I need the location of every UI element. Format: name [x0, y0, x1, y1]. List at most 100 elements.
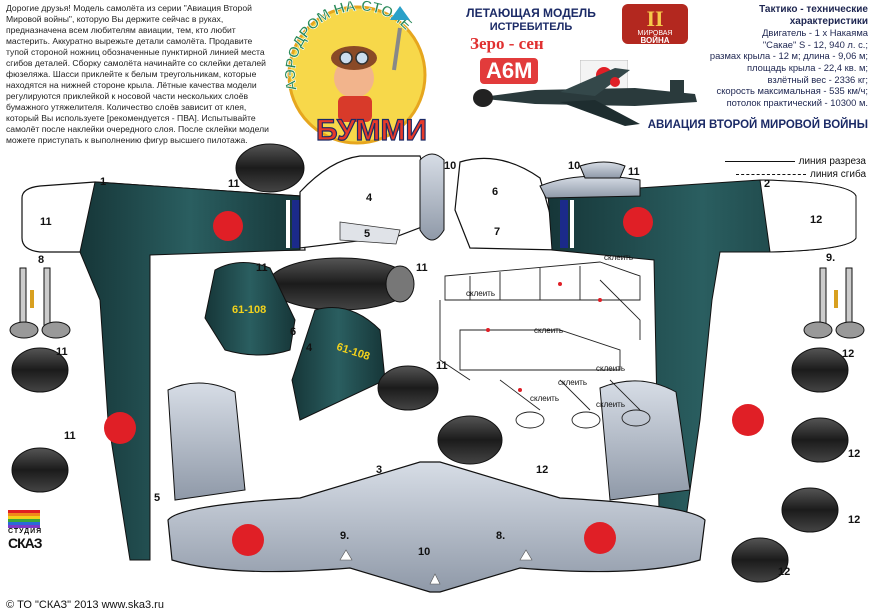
series-numeral: II — [646, 6, 663, 31]
part-number: 2 — [764, 178, 771, 190]
logo-name: БУММИ — [316, 114, 427, 147]
part-number: 6 — [492, 186, 499, 198]
studio-rainbow — [8, 510, 40, 528]
part-number: 11 — [40, 216, 52, 228]
part-number: 12 — [848, 448, 861, 460]
wing-hinomaru-left — [232, 524, 264, 556]
glue-label: склеить — [604, 253, 634, 262]
main-wing — [167, 461, 706, 593]
part-number: 12 — [848, 514, 861, 526]
right-wing-hinomaru — [732, 404, 764, 436]
part-number: 11 — [56, 346, 68, 358]
model-heading: ЛЕТАЮЩАЯ МОДЕЛЬ ИСТРЕБИТЕЛЬ — [436, 6, 626, 33]
left-gear-strut-a — [19, 267, 27, 329]
drop-tank — [419, 153, 445, 241]
right-engine-stack-1 — [791, 347, 849, 393]
studio-line2: СКАЗ — [8, 535, 43, 551]
right-gear-strut-a — [819, 267, 827, 329]
left-engine-stack-2 — [11, 447, 69, 493]
glue-label: склеить — [530, 394, 560, 403]
copyright-footer: © ТО "СКАЗ" 2013 www.ska3.ru — [6, 599, 164, 611]
aircraft-code: 61-108 — [232, 304, 267, 316]
mascot-helmet — [331, 46, 377, 70]
heading-line1: ЛЕТАЮЩАЯ МОДЕЛЬ — [466, 6, 596, 20]
part-number: 4 — [306, 342, 313, 354]
right-engine-stack-3 — [781, 487, 839, 533]
part-number: 11 — [416, 262, 428, 274]
right-stabilizer — [599, 380, 691, 501]
cut-line-label: линия разреза — [798, 156, 866, 167]
part-number: 5 — [364, 228, 371, 240]
wing-part-4 — [291, 307, 386, 421]
model-name: Зеро - сен — [470, 34, 544, 53]
part-number: 1 — [100, 176, 107, 188]
series-line2: ВОЙНА — [640, 36, 669, 45]
canopy — [539, 175, 641, 199]
spec-title1: Тактико - технические — [759, 4, 868, 15]
left-hinomaru — [213, 211, 243, 241]
part-number: 3 — [376, 464, 383, 476]
mid-engine-stack-2 — [437, 415, 503, 465]
top-left-engine — [235, 143, 305, 193]
studio-line1: СТУДИЯ — [8, 528, 43, 535]
studio-logo: СТУДИЯ СКАЗ — [8, 528, 43, 551]
left-stabilizer — [167, 382, 246, 501]
part-number: 7 — [494, 226, 501, 238]
aircraft-photo — [473, 68, 697, 126]
part-number: 11 — [436, 360, 448, 372]
spec-line: потолок практический - 10300 м. — [726, 96, 868, 108]
part-number: 11 — [628, 166, 640, 178]
part-number: 10 — [418, 546, 431, 558]
spec-line: "Сакае" S - 12, 940 л. с.; — [762, 38, 868, 50]
series-line1: МИРОВАЯ — [638, 30, 673, 37]
part-number: 6 — [290, 326, 297, 338]
part-number: 8 — [38, 254, 45, 266]
spec-line: Двигатель - 1 х Накаяма — [762, 27, 868, 39]
left-gear-strut-b — [43, 267, 51, 329]
wing-hinomaru-right — [584, 522, 616, 554]
mid-engine-stack-1 — [377, 365, 439, 411]
spec-block: Тактико - технические характеристики Дви… — [658, 4, 868, 108]
wing-part-6 — [204, 262, 296, 356]
spec-line: взлётный вес - 2336 кг; — [767, 73, 869, 85]
part-number: 12 — [536, 464, 549, 476]
glue-label: склеить — [534, 326, 564, 335]
part-number: 4 — [366, 192, 373, 204]
left-engine-stack-1 — [11, 347, 69, 393]
right-hinomaru — [623, 207, 653, 237]
heading-line2: ИСТРЕБИТЕЛЬ — [489, 21, 573, 33]
part-number: 11 — [228, 178, 240, 190]
part-number: 12 — [842, 348, 855, 360]
model-code: А6М — [480, 58, 539, 84]
right-gear-strut-b — [845, 267, 853, 329]
glue-label: склеить — [596, 400, 626, 409]
part-number: 9. — [340, 530, 350, 542]
left-wheel-a — [9, 321, 39, 339]
spec-title2: характеристики — [789, 15, 868, 27]
spec-line: размах крыла - 12 м; длина - 9,06 м; — [709, 50, 868, 62]
part-number: 5 — [154, 492, 161, 504]
fold-line-sample — [735, 174, 806, 175]
part-number: 10 — [568, 160, 581, 172]
part-number: 10 — [444, 160, 457, 172]
part-number: 12 — [810, 214, 823, 226]
part-number: 9. — [826, 252, 836, 264]
bummi-logo: АЭРОДРОМ НА СТОЛЕ БУММИ — [282, 0, 428, 148]
part-number: 11 — [64, 430, 76, 442]
left-wheel-b — [41, 321, 71, 339]
left-wing-hinomaru — [104, 412, 136, 444]
right-engine-stack-4 — [731, 537, 789, 583]
part-number: 12 — [778, 566, 791, 578]
glue-label: склеить — [596, 364, 626, 373]
right-wheel-a — [803, 321, 833, 339]
right-engine-stack-2 — [791, 417, 849, 463]
intro-text: Дорогие друзья! Модель самолёта из серии… — [6, 3, 269, 145]
glue-label: склеить — [558, 378, 588, 387]
spec-line: площадь крыла - 22,4 кв. м; — [746, 61, 868, 73]
glue-label: склеить — [466, 289, 496, 298]
series-badge: II МИРОВАЯ ВОЙНА — [622, 4, 688, 45]
spec-line: скорость максимальная - 535 км/ч; — [716, 85, 869, 97]
line-legend: линия разреза линия сгиба — [724, 155, 866, 181]
assembly-diagram — [439, 261, 651, 429]
